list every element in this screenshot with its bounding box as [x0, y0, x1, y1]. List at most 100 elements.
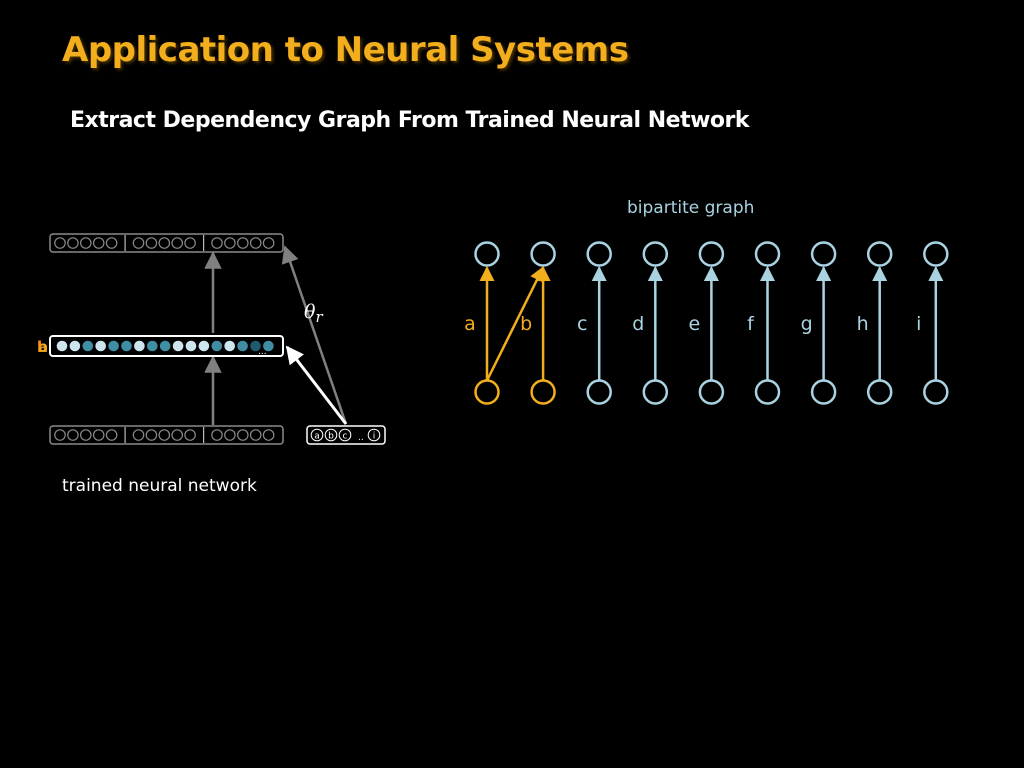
bipartite-label: a [464, 313, 476, 335]
output-layer-unit [224, 237, 236, 249]
output-layer-unit [145, 237, 158, 249]
mask-input-node-label: b [328, 432, 334, 442]
hidden-unit [211, 340, 223, 352]
hidden-unit [69, 340, 81, 352]
theta-r-label: θr [304, 301, 323, 326]
bipartite-edge [485, 266, 545, 382]
hidden-side-label-a: a [38, 338, 48, 356]
hidden-unit [134, 340, 145, 352]
mask-input-node [324, 428, 338, 442]
hidden-unit [263, 340, 274, 352]
bipartite-bottom-node [866, 379, 893, 405]
bipartite-top-node [642, 241, 669, 267]
hidden-unit [95, 340, 106, 352]
bipartite-top-node [810, 241, 837, 267]
bipartite-label: i [916, 313, 921, 335]
bipartite-label: f [747, 313, 755, 335]
input-layer-unit [237, 429, 249, 441]
input-layer [49, 425, 284, 445]
bipartite-graph-caption: bipartite graph [627, 198, 755, 218]
hidden-unit [237, 340, 248, 352]
input-layer-unit [249, 429, 262, 441]
output-layer-unit [92, 237, 105, 249]
mask-input-node [367, 428, 381, 442]
bipartite-bottom-node [698, 379, 725, 405]
bipartite-top-node [586, 241, 612, 267]
bipartite-top-node [698, 241, 725, 267]
output-layer-unit [54, 237, 66, 249]
input-layer-unit [92, 429, 105, 441]
mask-input-node-label: c [343, 432, 348, 442]
output-layer-unit [262, 237, 275, 249]
hidden-unit [250, 340, 261, 352]
mask-input-ellipsis: .. [358, 433, 364, 443]
input-layer-unit [184, 429, 196, 441]
theta-subscript: r [315, 308, 323, 326]
output-layer-box [49, 233, 284, 253]
input-layer-unit [54, 429, 66, 441]
input-layer-unit [211, 429, 223, 441]
input-layer-box [49, 425, 284, 445]
hidden-unit [108, 340, 119, 352]
hidden-ellipsis: ... [258, 347, 267, 357]
input-layer-unit [158, 429, 171, 441]
bipartite-bottom-node [923, 379, 949, 405]
input-layer-unit [262, 429, 275, 441]
output-layer-unit [184, 237, 196, 249]
bipartite-bottom-node [754, 379, 781, 405]
bipartite-label: h [857, 313, 869, 335]
hidden-unit [147, 340, 158, 352]
input-layer-unit [67, 429, 79, 441]
bipartite-bottom-node [530, 379, 556, 405]
theta-arrow-to-output [281, 245, 348, 425]
mask-input-node [338, 428, 352, 442]
output-layer-unit [80, 237, 92, 249]
input-units [54, 427, 275, 443]
bipartite-bottom-node [586, 379, 612, 405]
output-layer-unit [237, 237, 249, 249]
output-layer-unit [158, 237, 171, 249]
output-layer [49, 233, 284, 253]
hidden-unit [159, 340, 171, 352]
neural-network-caption: trained neural network [62, 476, 257, 496]
hidden-layer: ... b a [37, 335, 284, 357]
hidden-unit [82, 340, 94, 352]
bipartite-top-node [754, 241, 781, 267]
hidden-unit [198, 340, 210, 352]
mask-input-box [306, 425, 386, 445]
input-layer-unit [80, 429, 92, 441]
bipartite-label: d [632, 313, 644, 335]
bipartite-top-node [866, 241, 893, 267]
input-layer-unit [171, 429, 183, 441]
output-layer-unit [132, 237, 145, 249]
hidden-units [56, 340, 274, 352]
bipartite-top-node [474, 241, 500, 267]
hidden-unit [121, 340, 132, 352]
bipartite-top-node [530, 241, 556, 267]
bipartite-label: e [689, 313, 701, 335]
output-layer-unit [171, 237, 183, 249]
bipartite-top-node [923, 241, 949, 267]
bipartite-label: b [520, 313, 532, 335]
output-layer-unit [249, 237, 262, 249]
output-units [54, 235, 275, 251]
mask-input-node-label: i [373, 432, 376, 442]
input-layer-unit [132, 429, 145, 441]
bipartite-label: g [801, 313, 813, 335]
hidden-unit [224, 340, 235, 352]
input-layer-unit [105, 429, 118, 441]
theta-symbol: θ [304, 301, 316, 323]
bipartite-bottom-node [810, 379, 837, 405]
hidden-unit [185, 340, 197, 352]
mask-input-node [310, 428, 324, 442]
theta-arrow-to-hidden [285, 345, 348, 425]
hidden-unit [172, 340, 184, 352]
hidden-side-label-b: b [37, 338, 48, 356]
bipartite-bottom-node [642, 379, 669, 405]
slide-subtitle: Extract Dependency Graph From Trained Ne… [70, 108, 750, 133]
